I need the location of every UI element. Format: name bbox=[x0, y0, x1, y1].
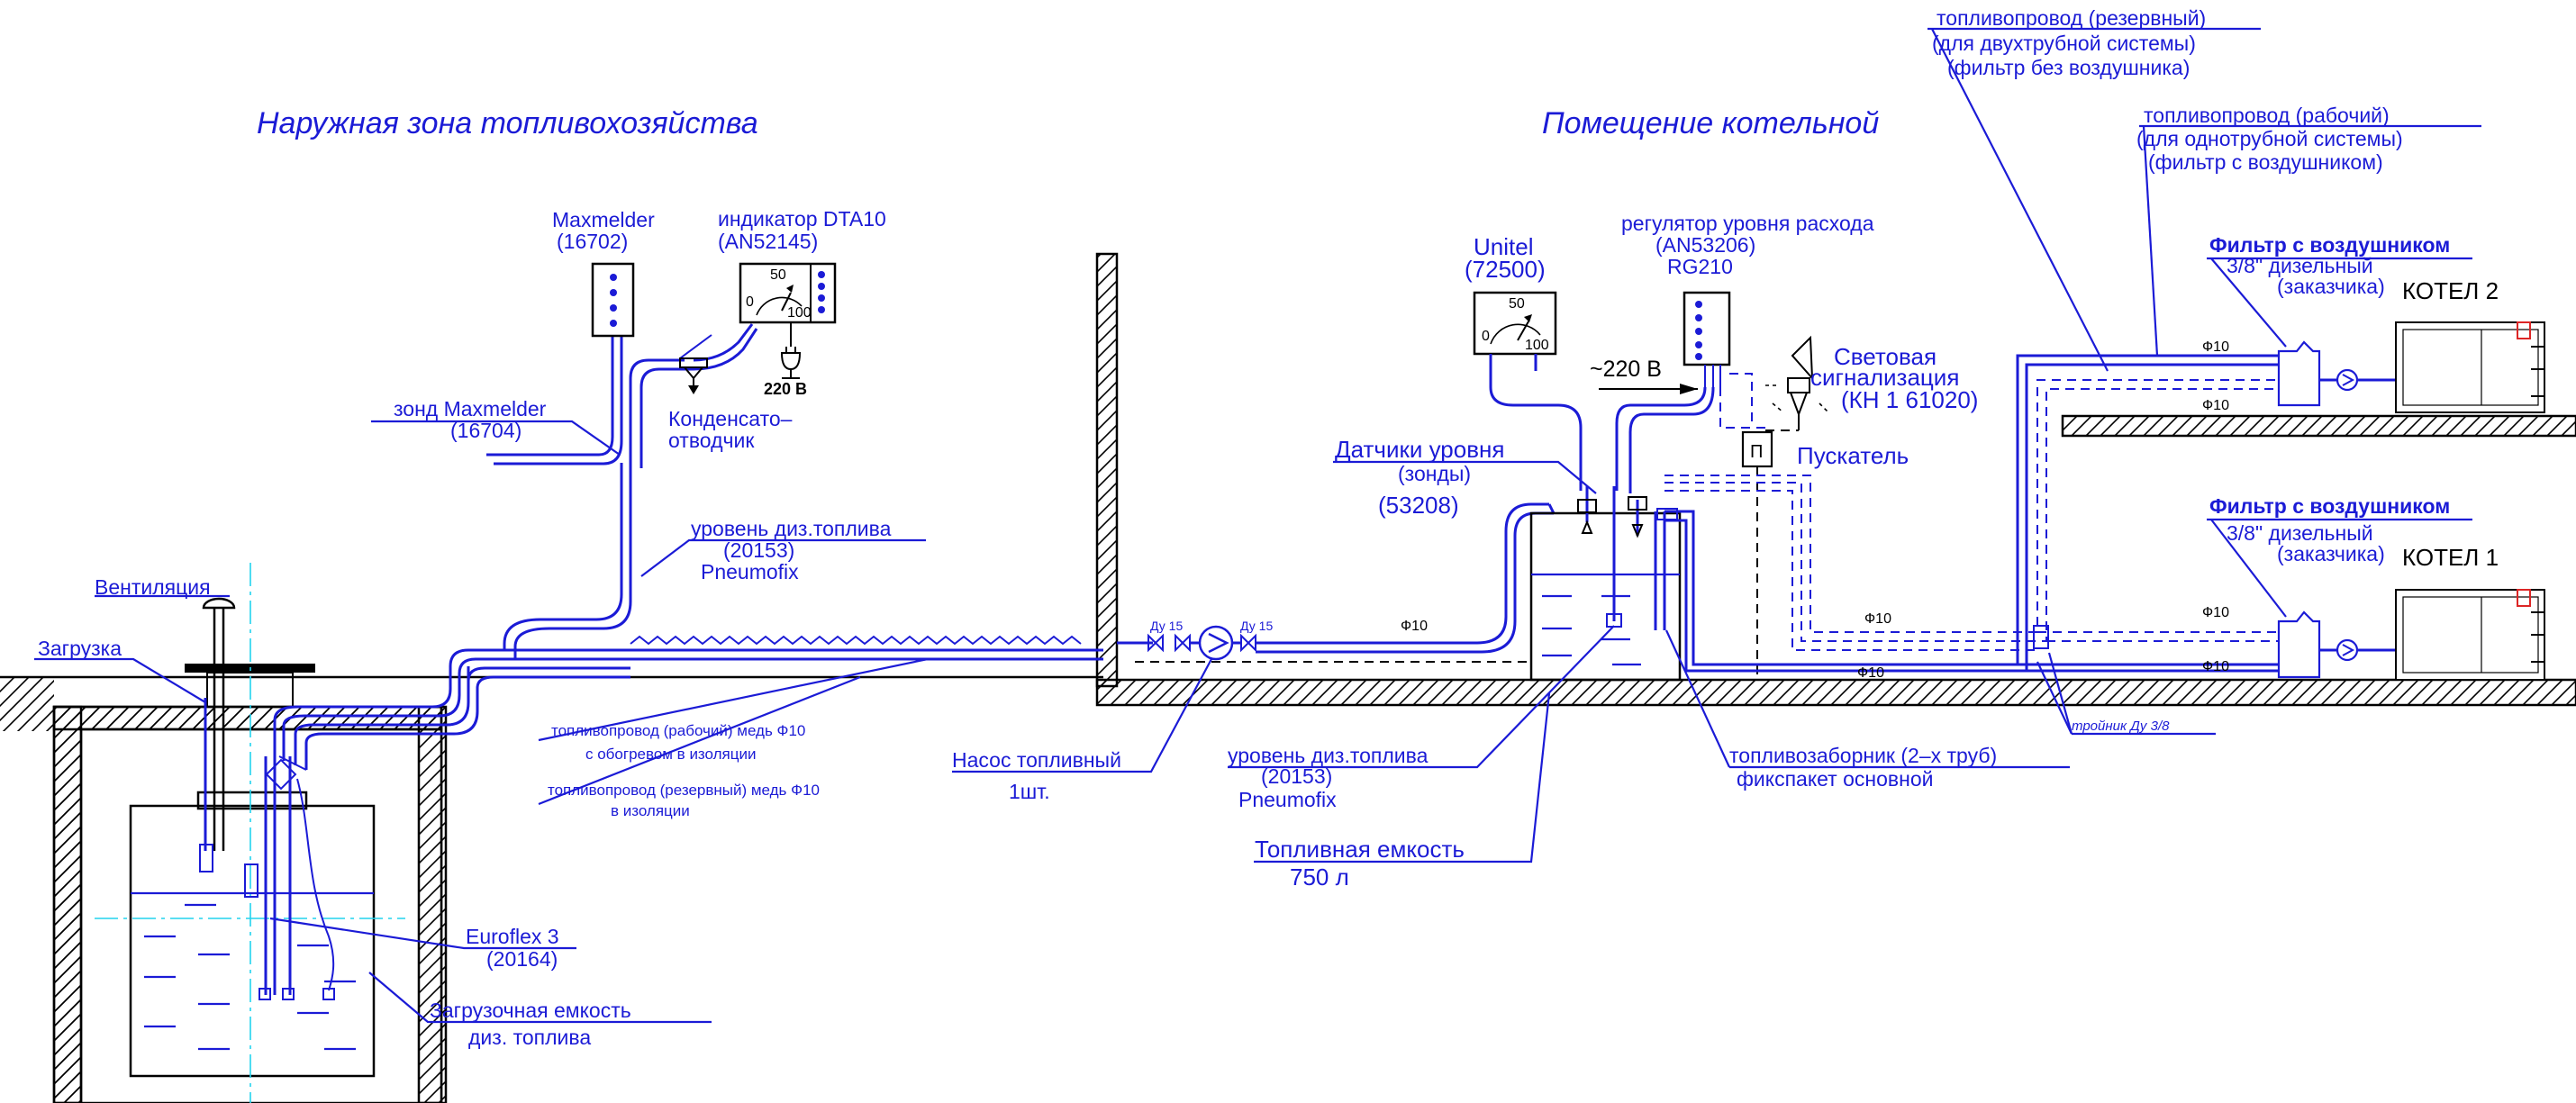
maxmelder-label: Maxmelder bbox=[552, 208, 655, 231]
indicator-tick-100: 100 bbox=[787, 305, 812, 321]
signal-label-1: Световая bbox=[1834, 343, 1937, 370]
pipe-work-sub: с обогревом в изоляции bbox=[585, 746, 756, 763]
boiler-2-label: КОТЕЛ 2 bbox=[2402, 277, 2499, 304]
reserve-sub-1: (для двухтрубной системы) bbox=[1932, 32, 2196, 55]
level2-code: (20153) bbox=[1261, 764, 1332, 788]
starter-label: Пускатель bbox=[1797, 442, 1909, 469]
unitel-label: Unitel bbox=[1474, 233, 1533, 260]
working-label: топливопровод (рабочий) bbox=[2144, 104, 2390, 127]
regulator-code: (AN53206) bbox=[1655, 233, 1755, 257]
signal-code: (КН 1 61020) bbox=[1841, 386, 1978, 413]
level2-label: уровень диз.топлива bbox=[1228, 744, 1429, 767]
loading-tank bbox=[95, 563, 405, 1103]
du15-right: Ду 15 bbox=[1240, 619, 1273, 633]
signal-label-2: сигнализация bbox=[1810, 364, 1959, 391]
tee-label: тройник Ду 3/8 bbox=[2072, 719, 2170, 734]
boiler-piping bbox=[1664, 354, 2279, 673]
sensors-sub: (зонды) bbox=[1398, 462, 1471, 485]
pump-label: Насос топливный bbox=[952, 748, 1121, 772]
unitel-tick-0: 0 bbox=[1482, 329, 1490, 344]
level-label: уровень диз.топлива bbox=[691, 517, 892, 540]
working-sub-2: (фильтр с воздушником) bbox=[2148, 150, 2383, 174]
regulator-model: RG210 bbox=[1667, 255, 1733, 278]
light-signal-icon bbox=[1765, 335, 1829, 430]
pipe-res-sub: в изоляции bbox=[611, 802, 690, 819]
loading-label: Загрузка bbox=[38, 637, 122, 660]
phi10-pump: Ф10 bbox=[1401, 619, 1428, 634]
tank-outdoor-sub: диз. топлива bbox=[468, 1026, 591, 1049]
plug-voltage: 220 В bbox=[764, 380, 807, 398]
phi10-b1-a: Ф10 bbox=[2202, 605, 2229, 620]
indicator-tick-0: 0 bbox=[746, 294, 754, 310]
fuel-tank-label: Топливная емкость bbox=[1255, 836, 1465, 863]
phi10-b2-b: Ф10 bbox=[2202, 398, 2229, 413]
filter-2-owner: (заказчика) bbox=[2277, 275, 2385, 298]
unitel-gauge bbox=[1473, 291, 1583, 491]
pump-count: 1шт. bbox=[1009, 780, 1050, 803]
level-brand: Pneumofix bbox=[701, 560, 799, 583]
pipe-res-label: топливопровод (резервный) медь Ф10 bbox=[548, 782, 820, 799]
regulator-label: регулятор уровня расхода bbox=[1621, 212, 1874, 235]
reserve-label: топливопровод (резервный) bbox=[1937, 6, 2206, 30]
phi10-b2-a: Ф10 bbox=[2202, 339, 2229, 355]
reserve-sub-2: (фильтр без воздушника) bbox=[1947, 56, 2190, 79]
unitel-tick-100: 100 bbox=[1525, 338, 1549, 353]
filter-1-label: Фильтр с воздушником bbox=[2209, 494, 2450, 518]
level2-brand: Pneumofix bbox=[1238, 788, 1337, 811]
starter-box-label: П bbox=[1750, 442, 1763, 462]
phi10-b1-b: Ф10 bbox=[2202, 659, 2229, 674]
filter-2-sub: 3/8" дизельный bbox=[2227, 254, 2373, 277]
starter-box: П bbox=[1741, 430, 1773, 680]
filter-2-label: Фильтр с воздушником bbox=[2209, 233, 2450, 257]
condensate-label-2: отводчик bbox=[668, 429, 755, 452]
euroflex-label: Euroflex 3 bbox=[466, 925, 559, 948]
regulator-rg210 bbox=[1615, 291, 1765, 493]
working-sub-1: (для однотрубной системы) bbox=[2136, 127, 2403, 150]
ventilation-label: Вентиляция bbox=[95, 575, 211, 599]
boiler-1 bbox=[2277, 589, 2545, 681]
pipe-work-label: топливопровод (рабочий) медь Ф10 bbox=[551, 722, 805, 739]
tank-outdoor-label: Загрузочная емкость bbox=[430, 999, 631, 1022]
v220-label: ~220 В bbox=[1590, 357, 1662, 382]
boiler-room-title: Помещение котельной bbox=[1542, 106, 1879, 140]
unitel-tick-50: 50 bbox=[1509, 296, 1525, 312]
unitel-code: (72500) bbox=[1465, 256, 1546, 283]
maxmelder-box bbox=[591, 262, 635, 338]
boiler-1-label: КОТЕЛ 1 bbox=[2402, 544, 2499, 571]
plug-icon bbox=[780, 347, 802, 379]
condensate-label-1: Конденсато– bbox=[668, 407, 793, 430]
condensate-trap-icon bbox=[679, 334, 712, 394]
intake-label: топливозаборник (2–х труб) bbox=[1729, 744, 1997, 767]
intake-sub: фикспакет основной bbox=[1737, 767, 1933, 791]
du15-left: Ду 15 bbox=[1150, 619, 1183, 633]
fuel-tank bbox=[1529, 486, 1682, 682]
phi10-tank-b: Ф10 bbox=[1857, 665, 1884, 681]
outdoor-zone-title: Наружная зона топливохозяйства bbox=[257, 106, 758, 140]
ground-structure bbox=[0, 252, 2576, 1103]
level-code: (20153) bbox=[723, 538, 794, 562]
euroflex-code: (20164) bbox=[486, 947, 558, 971]
sensors-code: (53208) bbox=[1378, 492, 1459, 519]
probe-label: зонд Maxmelder bbox=[394, 397, 547, 420]
filter-1-owner: (заказчика) bbox=[2277, 542, 2385, 565]
filter-1-sub: 3/8" дизельный bbox=[2227, 521, 2373, 545]
outdoor-pipes bbox=[273, 323, 1103, 771]
phi10-tank-a: Ф10 bbox=[1864, 611, 1891, 627]
indicator-label: индикатор DTA10 bbox=[718, 207, 886, 231]
probe-code: (16704) bbox=[450, 419, 522, 442]
indicator-code: (AN52145) bbox=[718, 230, 818, 253]
maxmelder-code: (16702) bbox=[557, 230, 628, 253]
indicator-dta10 bbox=[739, 262, 837, 324]
pump-assembly bbox=[1117, 625, 1256, 661]
indicator-tick-50: 50 bbox=[770, 267, 786, 283]
fuel-tank-volume: 750 л bbox=[1290, 863, 1349, 891]
sensors-label: Датчики уровня bbox=[1335, 436, 1504, 463]
boiler-2 bbox=[2277, 321, 2545, 413]
